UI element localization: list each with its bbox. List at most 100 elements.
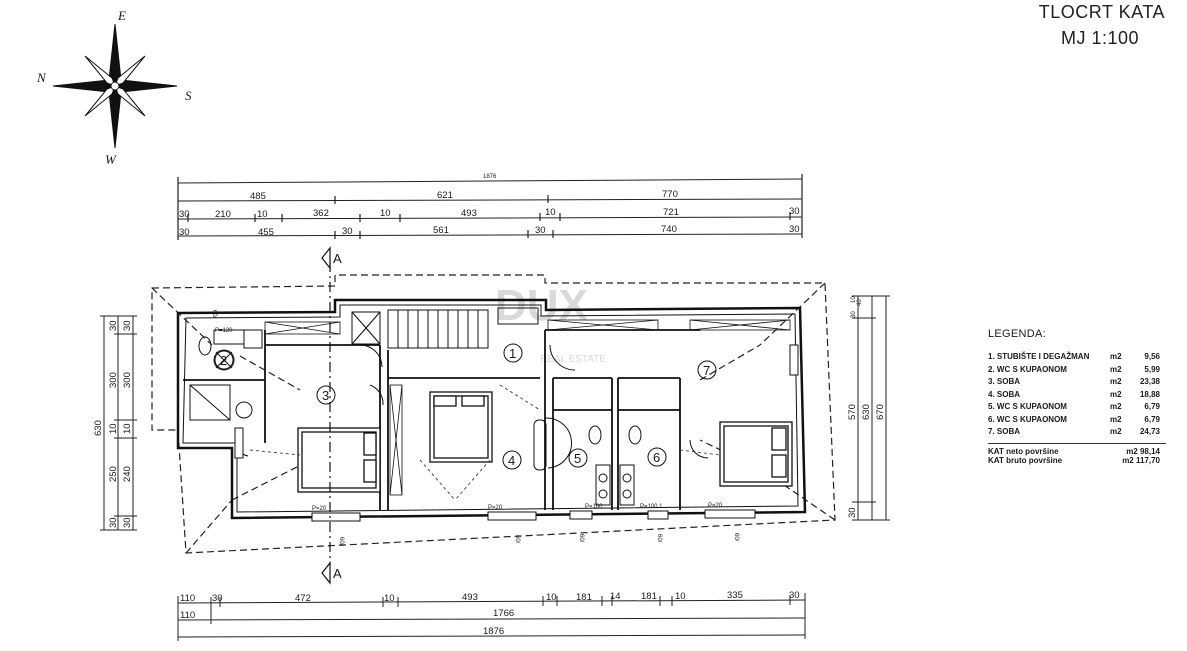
legend-heading: LEGENDA: [988,328,1047,340]
legend-row-name: 5. WC S KUPAONOM [988,402,1067,411]
dim-top-r3-3: 561 [433,225,449,236]
bed-room-7 [719,421,793,487]
legend-row-name: 4. SOBA [988,389,1021,399]
room-numbers [214,343,717,470]
dim-right-mid-2: 670 [875,404,886,420]
dim-right-bottom: 30 [847,507,858,518]
opening-label-3: P=100 [585,504,603,510]
opening-label-1: P=20 [312,506,327,512]
legend-row-value: 18,88 [1139,389,1160,399]
bed-room-4 [429,391,493,463]
window-label-5: 60/ [733,533,739,542]
dim-top-r3-0: 30 [179,227,190,238]
legend-row: 4. SOBA m2 18,88 [988,389,1178,402]
dim-top-r3-2: 30 [342,226,353,237]
ceiling-lines [249,384,721,501]
legend-row-unit: m2 [1110,414,1122,424]
dim-top-r2-1: 210 [215,209,231,220]
dim-bot-r1-1: 30 [212,593,223,604]
legend-row-name: 6. WC S KUPAONOM [988,414,1067,424]
toilet-room-6 [628,425,642,445]
dim-left-r2-4: 30 [122,517,133,528]
dim-top-r3-6: 30 [789,224,800,235]
dim-bot-r1-10: 335 [727,590,743,601]
watermark-sub: REAL ESTATE [540,354,606,365]
compass-label-e: E [117,8,126,23]
window-label-4: 60/ [656,534,662,543]
dim-top-r3-4: 30 [535,225,546,236]
dim-top-r2-5: 493 [461,208,477,219]
dim-top-r2-8: 30 [789,206,800,217]
dimension-left [100,315,137,531]
legend-row-value: 6,79 [1144,402,1160,411]
legend-total-value: m2 117,70 [1122,456,1160,465]
dim-bot-r1-4: 493 [462,592,478,603]
dim-top-r2-3: 362 [313,208,329,219]
shower-room-2 [189,384,231,421]
dim-bot-r1-9: 10 [675,591,686,602]
dim-left-r2-2: 10 [122,423,133,434]
dim-top-r1-1: 621 [437,190,453,201]
dim-left-r2-1: 300 [122,372,133,388]
compass-label-s: S [185,88,192,103]
legend-row-name: 1. STUBIŠTE I DEGAŽMAN [988,352,1090,361]
dim-bot-r1-2: 472 [295,593,311,604]
room-label-6: 6 [653,450,660,465]
section-label-top: A [333,251,342,266]
legend-row-value: 6,79 [1144,414,1160,424]
dim-left-r1-4: 30 [108,517,119,528]
dim-top-r2-7: 721 [663,207,679,218]
legend-row: 5. WC S KUPAONOM m2 6,79 [988,401,1178,414]
dim-left-r2-3: 240 [122,466,133,482]
legend-row-value: 23,38 [1139,377,1160,386]
dim-bot-r1-3: 10 [384,593,395,604]
dim-top-r2-6: 10 [545,207,556,218]
dim-bot-r1-5: 10 [546,592,557,603]
dim-top-r3-1: 455 [258,227,274,238]
legend-row-unit: m2 [1110,389,1122,399]
dim-bot-r1-7: 14 [610,591,621,602]
opening-label-4: P=100 1 [640,504,663,510]
legend-divider [988,442,1166,444]
plan-title: TLOCRT KATA [1038,2,1165,22]
legend-total-name: KAT neto površine [988,446,1059,456]
dim-top-r3-5: 740 [661,224,677,235]
legend-row-value: 5,99 [1144,364,1160,374]
dim-bot-r1-8: 181 [641,591,657,602]
plan-scale: MJ 1:100 [1060,28,1139,48]
opening-label-2: P=20 [488,505,503,511]
window-label-3: 60/ [578,534,584,543]
window-label-6: 60/ [211,310,217,319]
window-label-2: 60/ [514,535,520,544]
legend-total-value: m2 98,14 [1126,446,1160,456]
dimension-right [852,295,890,521]
compass-label-w: W [105,152,117,167]
bathroom-fixtures [189,329,642,506]
dim-top-r1-2: 770 [662,189,678,200]
staircase [351,307,539,349]
legend-row-unit: m2 [1110,402,1122,411]
dim-bot-total: 1876 [483,626,504,637]
dim-top-r2-4: 10 [380,208,391,219]
dim-top-total: 1876 [483,174,497,180]
legend-total-name: KAT bruto površine [988,456,1063,465]
section-line [321,246,331,585]
dim-top-r2-2: 10 [257,209,268,220]
opening-label-5: P=20 [708,503,723,509]
section-label-bottom: A [333,566,342,581]
legend-total-row: KAT bruto površine m2 117,70 [988,456,1178,466]
windows [234,344,799,522]
window-label-1: 60/ [338,537,344,546]
compass-rose: N E S W [36,8,192,167]
dimension-top [177,174,803,240]
dim-bot-r2-1: 1766 [493,608,514,619]
legend-row-unit: m2 [1110,427,1122,436]
dim-top-r1-0: 485 [250,191,266,202]
dim-left-total: 630 [93,420,104,436]
legend-row-name: 3. SOBA [988,377,1021,386]
compass-label-n: N [36,70,47,85]
